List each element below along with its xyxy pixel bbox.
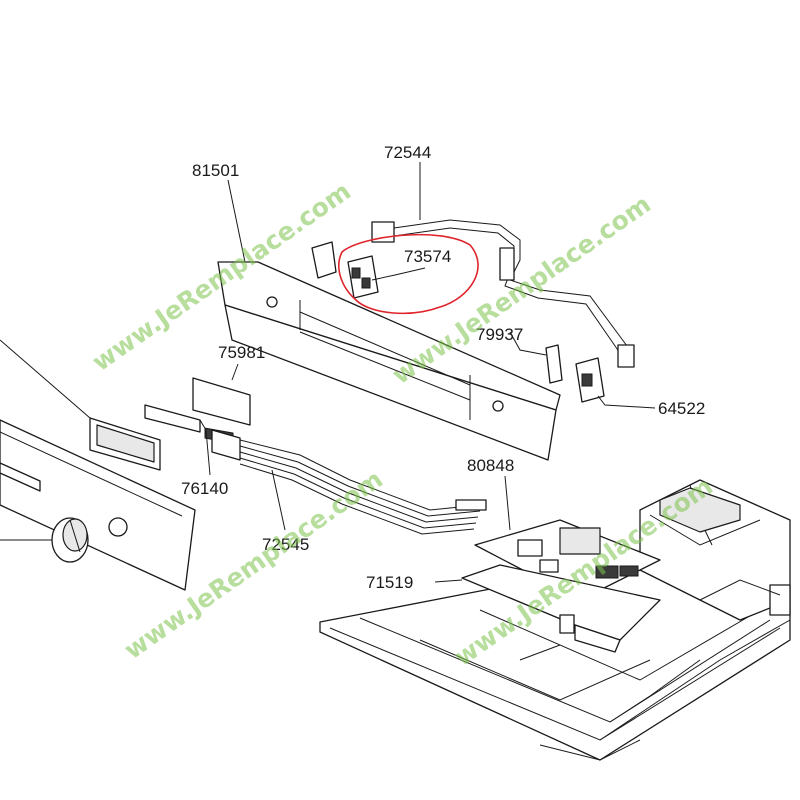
bracket-left — [311, 241, 337, 279]
label-76140: 76140 — [181, 479, 228, 498]
label-75981: 75981 — [218, 343, 265, 362]
watermark-2: www.JeRemplace.com — [387, 189, 656, 390]
panel-rail-81501 — [217, 261, 561, 461]
oven-chassis — [319, 479, 791, 761]
control-panel-facia — [0, 419, 196, 591]
power-board-80848 — [474, 519, 661, 601]
label-72544: 72544 — [384, 143, 431, 162]
control-knob — [51, 517, 128, 563]
board-support-71519 — [461, 564, 661, 653]
bracket-79937 — [545, 344, 563, 384]
control-board-75981 — [192, 377, 251, 461]
switch-64522 — [575, 357, 605, 403]
ribbon-cable-72545 — [239, 439, 487, 535]
label-73574: 73574 — [404, 247, 451, 266]
display-window — [89, 417, 161, 471]
label-64522: 64522 — [658, 399, 705, 418]
label-71519: 71519 — [366, 573, 413, 592]
label-72545: 72545 — [262, 535, 309, 554]
label-80848: 80848 — [467, 456, 514, 475]
leader-lines — [0, 162, 656, 583]
switch-73574 — [347, 255, 379, 299]
wiring-harness-72544 — [371, 219, 635, 368]
label-79937: 79937 — [476, 325, 523, 344]
display-lens-76140 — [144, 404, 201, 433]
highlight-circle — [338, 233, 479, 315]
label-81501: 81501 — [192, 161, 239, 180]
